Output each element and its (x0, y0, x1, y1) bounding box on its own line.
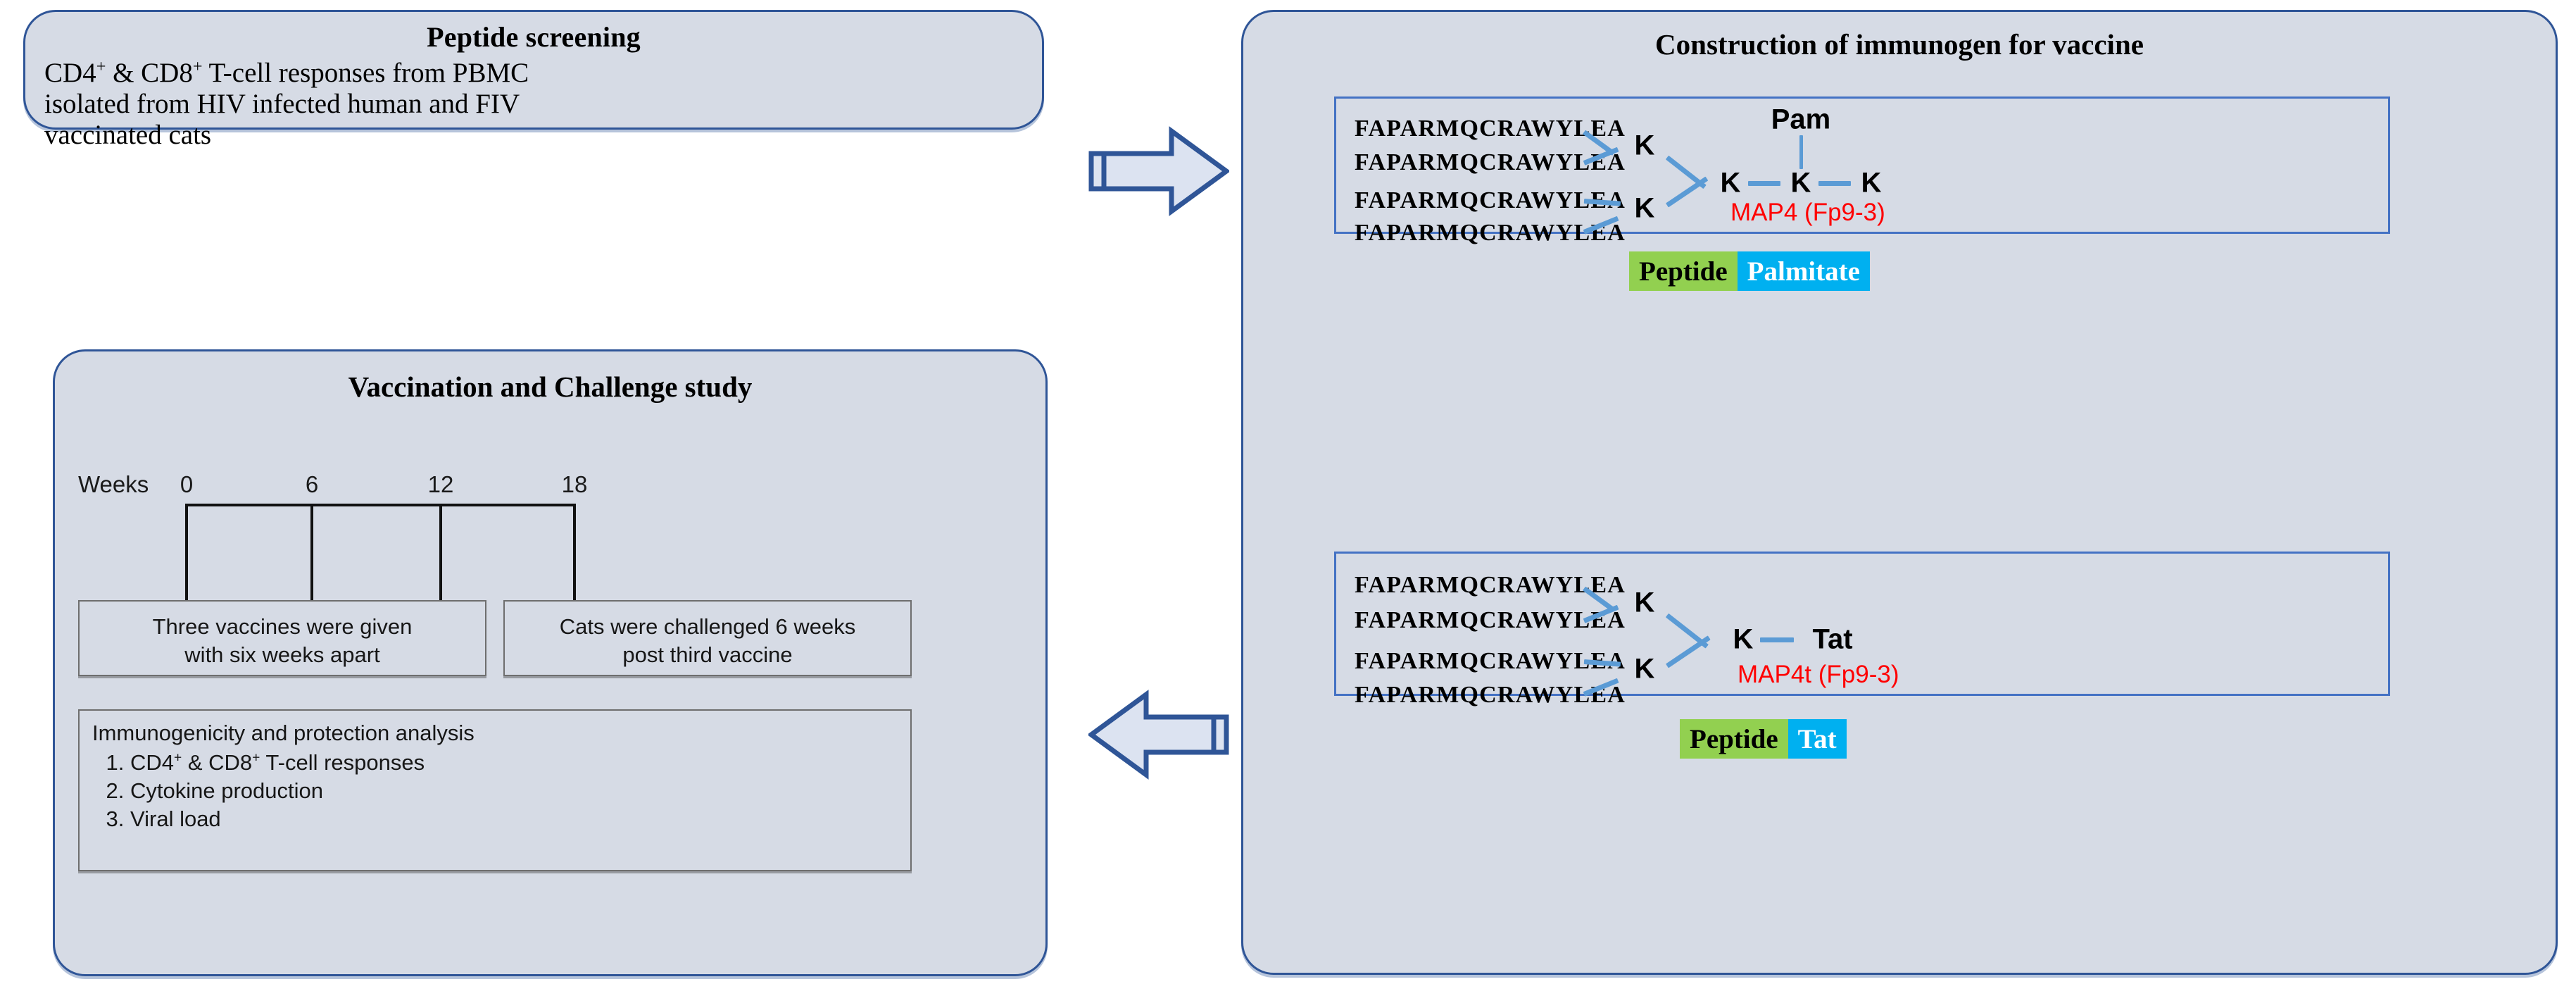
week-tick-18: 18 (561, 471, 588, 497)
three-vaccines-line-1: Three vaccines were given (152, 614, 413, 639)
legend-chip-peptide: Peptide (1629, 251, 1738, 291)
cats-challenged-line-2: post third vaccine (622, 642, 793, 667)
analysis-item-1: CD4+ & CD8+ T-cell responses (130, 750, 910, 776)
panel-body-peptide-screening: CD4+ & CD8+ T-cell responses from PBMC i… (44, 58, 1042, 151)
timeline-drop-week-6 (310, 504, 313, 602)
week-tick-0: 0 (180, 471, 194, 497)
box-cats-challenged: Cats were challenged 6 weeks post third … (503, 600, 912, 676)
panel-title-construction: Construction of immunogen for vaccine (1655, 28, 2144, 61)
map4t-peptide-2: FAPARMQCRAWYLEA (1355, 607, 1626, 633)
three-vaccines-line-2: with six weeks apart (184, 642, 380, 667)
map4t-tat-label: Tat (1812, 623, 1853, 655)
map4-core-k1: K (1720, 167, 1741, 199)
map4-branch-k-upper: K (1634, 130, 1655, 161)
week-tick-6: 6 (305, 471, 319, 497)
legend-chip-peptide: Peptide (1680, 719, 1788, 759)
timeline-drop-week-12 (439, 504, 442, 602)
map4-core-k3: K (1861, 167, 1882, 199)
bond-core-k-to-tat (1760, 637, 1794, 642)
panel-peptide-screening: Peptide screening CD4+ & CD8+ T-cell res… (23, 10, 1044, 150)
bond-core-k1-k2 (1748, 181, 1780, 186)
screening-line-2: isolated from HIV infected human and FIV (44, 89, 520, 120)
timeline-drop-week-18 (573, 504, 576, 602)
panel-vaccination-challenge-study: Vaccination and Challenge study Weeks 0 … (53, 349, 1048, 976)
cats-challenged-line-1: Cats were challenged 6 weeks (559, 614, 856, 639)
map4t-branch-k-upper: K (1634, 587, 1655, 618)
map4t-peptide-3: FAPARMQCRAWYLEA (1355, 648, 1626, 674)
cd8-plus-superscript: + (252, 750, 260, 766)
arrow-right-icon (1088, 125, 1231, 217)
weeks-axis-label: Weeks (78, 471, 149, 497)
panel-title-vaccination-study: Vaccination and Challenge study (348, 370, 753, 403)
map4-peptide-3: FAPARMQCRAWYLEA (1355, 187, 1626, 213)
map4-peptide-4: FAPARMQCRAWYLEA (1355, 220, 1626, 246)
analysis-item-3: Viral load (130, 806, 910, 832)
legend-chip-palmitate: Palmitate (1737, 251, 1870, 291)
box-three-vaccines: Three vaccines were given with six weeks… (78, 600, 486, 676)
bond-k-lower-to-core (1666, 176, 1709, 208)
bond-pam-to-core-k2 (1799, 135, 1803, 169)
map4t-core-k: K (1733, 623, 1754, 655)
analysis-item-2: Cytokine production (130, 778, 910, 804)
box-immunogenicity-analysis: Immunogenicity and protection analysis C… (78, 709, 912, 871)
map4-branch-k-lower: K (1634, 192, 1655, 224)
construct-box-map4t: FAPARMQCRAWYLEA FAPARMQCRAWYLEA FAPARMQC… (1334, 552, 2390, 708)
construct-box-map4: FAPARMQCRAWYLEA FAPARMQCRAWYLEA FAPARMQC… (1334, 96, 2390, 246)
week-tick-12: 12 (427, 471, 454, 497)
arrow-left-icon (1087, 689, 1229, 780)
cd8-plus-superscript: + (192, 57, 203, 76)
analysis-list: CD4+ & CD8+ T-cell responses Cytokine pr… (92, 750, 910, 832)
timeline-drop-week-0 (185, 504, 188, 602)
analysis-header: Immunogenicity and protection analysis (92, 721, 475, 745)
bond-k-lower-to-core (1666, 635, 1711, 668)
screening-line-3: vaccinated cats (44, 120, 212, 151)
map4t-branch-k-lower: K (1634, 653, 1655, 685)
cd4-plus-superscript: + (96, 57, 106, 76)
panel-construction-of-immunogen: Construction of immunogen for vaccine FA… (1241, 10, 2558, 975)
legend-peptide-palmitate: Peptide Palmitate (1629, 251, 1870, 291)
map4-construct-label: MAP4 (Fp9-3) (1730, 199, 1885, 226)
screening-line-1: CD4+ & CD8+ T-cell responses from PBMC (44, 57, 529, 88)
map4-peptide-1: FAPARMQCRAWYLEA (1355, 116, 1626, 142)
panel-title-peptide-screening: Peptide screening (427, 21, 641, 53)
map4-core-k2: K (1790, 167, 1811, 199)
map4-peptide-2: FAPARMQCRAWYLEA (1355, 149, 1626, 175)
cd4-plus-superscript: + (174, 750, 182, 766)
map4-palmitate-label: Pam (1771, 104, 1831, 135)
map4t-peptide-1: FAPARMQCRAWYLEA (1355, 572, 1626, 598)
timeline-axis-line (185, 504, 576, 506)
map4t-construct-label: MAP4t (Fp9-3) (1738, 661, 1899, 688)
bond-core-k2-k3 (1818, 181, 1851, 186)
legend-peptide-tat: Peptide Tat (1680, 719, 1847, 759)
legend-chip-tat: Tat (1788, 719, 1847, 759)
map4t-peptide-4: FAPARMQCRAWYLEA (1355, 682, 1626, 708)
